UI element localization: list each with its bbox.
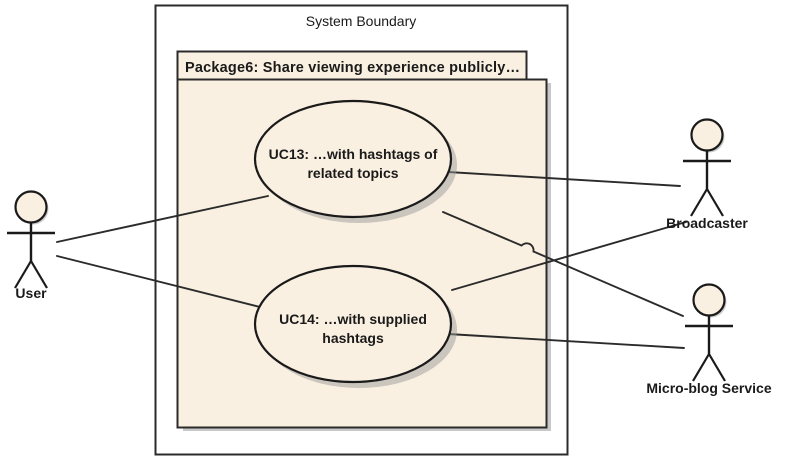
uc13-label-line2: related topics — [307, 165, 398, 181]
association-uc14-microblog[interactable] — [447, 333, 685, 349]
use-case-uc14[interactable]: UC14: …with supplied hashtags — [253, 264, 457, 388]
package-title: Package6: Share viewing experience publi… — [185, 60, 520, 76]
broadcaster-leg-right — [706, 188, 724, 217]
actor-broadcaster[interactable]: Broadcaster — [666, 118, 748, 232]
actor-user-label: User — [15, 285, 47, 301]
association-user-uc13[interactable] — [56, 195, 269, 243]
actor-broadcaster-label: Broadcaster — [666, 215, 748, 231]
user-leg-left — [14, 260, 32, 289]
association-uc13-microblog-seg2[interactable] — [532, 250, 684, 317]
uc13-label-line1: UC13: …with hashtags of — [269, 146, 438, 162]
actor-microblog-label: Micro-blog Service — [646, 380, 771, 396]
association-uc13-microblog-seg1[interactable] — [442, 211, 523, 247]
uc14-ellipse — [253, 264, 453, 384]
uc14-label-line1: UC14: …with supplied — [279, 311, 427, 327]
association-lines — [56, 171, 687, 349]
microblog-head-icon — [692, 283, 726, 317]
association-uc14-broadcaster[interactable] — [451, 221, 687, 291]
association-user-uc14[interactable] — [56, 255, 273, 311]
package-header-rect — [176, 50, 528, 81]
actor-user[interactable]: User — [7, 190, 55, 302]
uc14-label-line2: hashtags — [322, 330, 384, 346]
user-head-icon — [14, 190, 48, 224]
broadcaster-leg-left — [690, 188, 708, 217]
microblog-leg-left — [692, 353, 710, 382]
actor-microblog-service[interactable]: Micro-blog Service — [646, 283, 772, 397]
association-uc13-broadcaster[interactable] — [447, 171, 681, 187]
microblog-leg-right — [708, 353, 726, 382]
system-boundary-title: System Boundary — [306, 13, 417, 29]
broadcaster-head-icon — [690, 118, 724, 152]
line-hop-arc — [520, 242, 535, 253]
uc13-ellipse — [253, 99, 453, 219]
use-case-uc13[interactable]: UC13: …with hashtags of related topics — [253, 99, 457, 223]
user-leg-right — [30, 260, 48, 289]
